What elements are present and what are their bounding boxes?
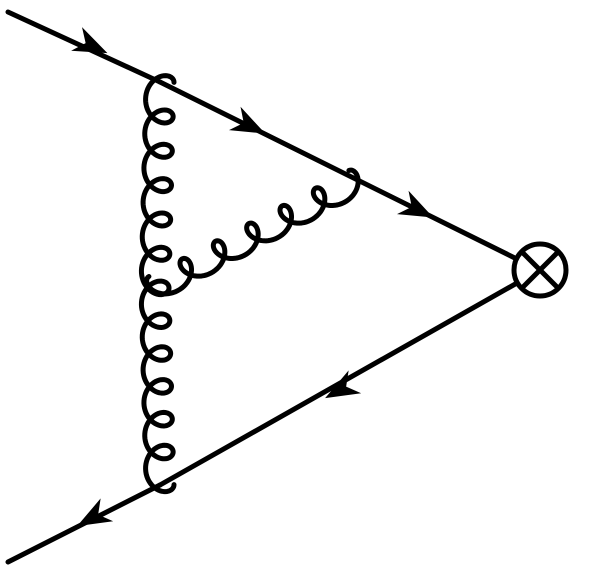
fermion-arrow (396, 190, 434, 218)
gluon-vertical-lower (138, 278, 177, 495)
vertex-cross-line (521, 251, 559, 289)
otimes-icon (511, 241, 569, 299)
gluon-horizontal (144, 167, 361, 297)
fermion-arrow (325, 370, 362, 399)
diagram-lines (5, 9, 520, 565)
fermion-line-upper (157, 79, 520, 262)
diagram-arrows (71, 27, 434, 527)
gluon-vertical-upper (138, 73, 177, 298)
fermion-arrow (228, 106, 266, 134)
fermion-arrow (71, 27, 108, 54)
fermion-arrow (77, 498, 114, 527)
